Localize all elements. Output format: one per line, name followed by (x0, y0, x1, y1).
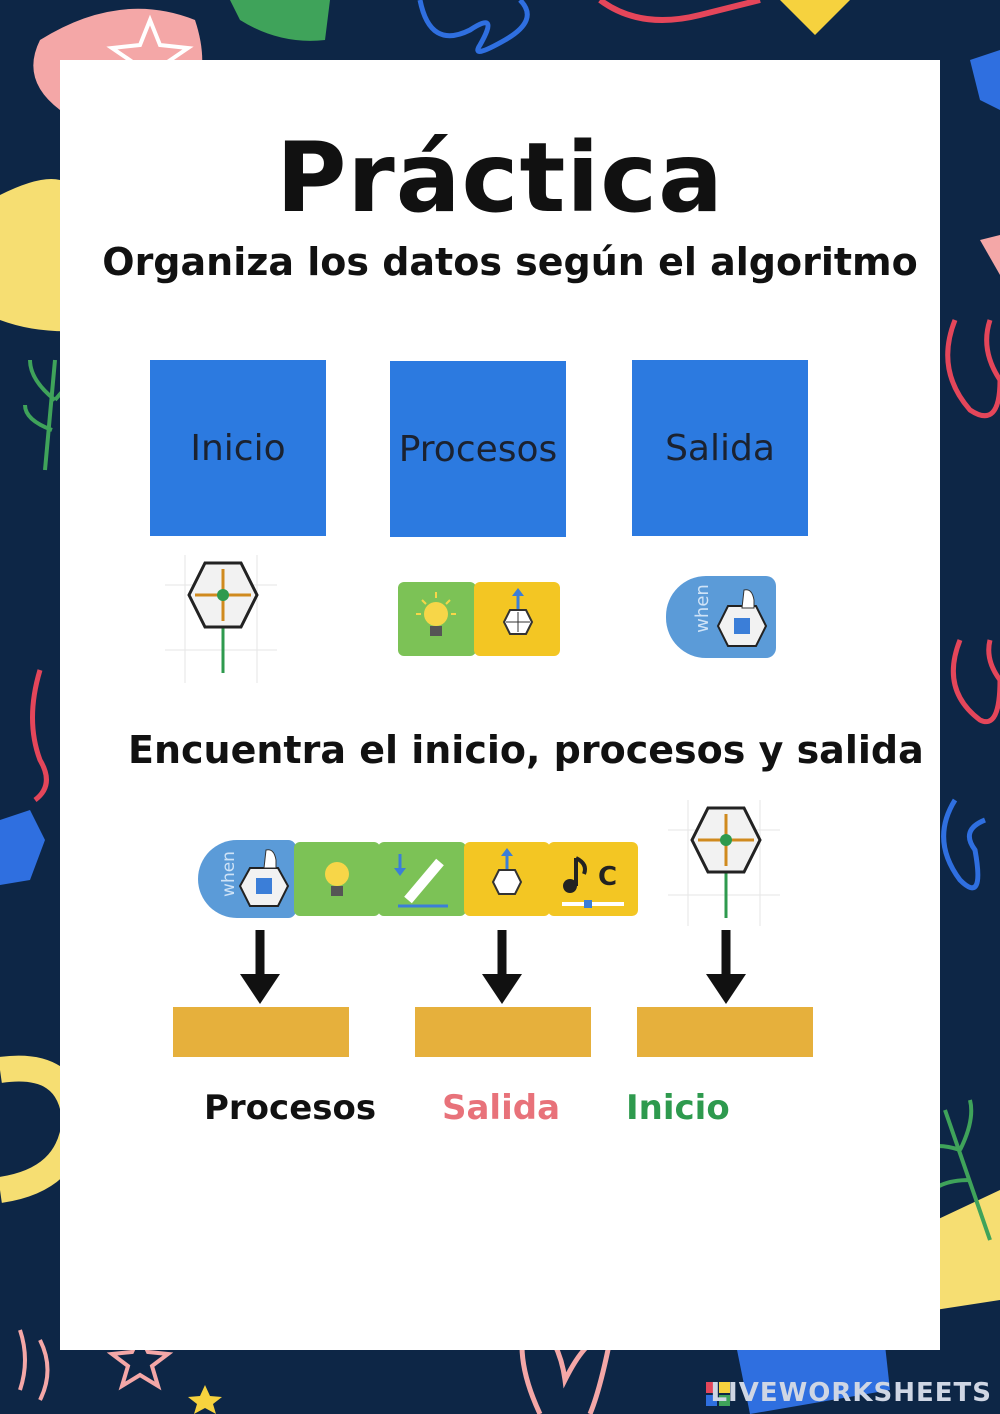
category-label: Salida (665, 427, 775, 469)
category-label: Procesos (398, 428, 558, 470)
drag-word-salida[interactable]: Salida (442, 1088, 561, 1128)
light-block[interactable] (294, 842, 380, 916)
down-arrow-icon (706, 930, 746, 1004)
when-button-block[interactable]: when (666, 576, 776, 658)
blue-block-shape (0, 810, 45, 885)
move-forward-block[interactable] (464, 842, 550, 916)
when-label: when (218, 851, 239, 897)
answer-drop-box-2[interactable] (415, 1007, 591, 1057)
when-button-block[interactable]: when (198, 840, 296, 918)
drag-word-procesos[interactable]: Procesos (204, 1088, 377, 1128)
star-shape (106, 1330, 174, 1391)
blue-curl-shape (941, 798, 987, 891)
music-note-icon (562, 856, 624, 908)
robot-press-icon (238, 849, 290, 907)
light-block[interactable] (398, 582, 476, 656)
move-forward-block[interactable] (474, 582, 560, 656)
pink-shape (980, 235, 1000, 275)
robot-on-grid-image[interactable] (668, 800, 780, 926)
pen-down-block[interactable] (378, 842, 466, 916)
red-spiral-shape (945, 319, 1000, 419)
category-label: Inicio (190, 427, 286, 469)
yellow-triangle-shape (780, 0, 850, 35)
worksheet-card (60, 60, 940, 1350)
down-arrow-icon (240, 930, 280, 1004)
red-curl-shape (30, 669, 49, 802)
category-box-salida[interactable]: Salida (632, 360, 808, 536)
drag-word-inicio[interactable]: Inicio (626, 1088, 730, 1128)
lightbulb-icon (416, 592, 456, 636)
star-shape (188, 1385, 222, 1414)
robot-forward-icon (502, 588, 534, 635)
red-spiral-shape (950, 639, 1000, 725)
note-label: C (598, 862, 618, 892)
category-box-inicio[interactable]: Inicio (150, 360, 326, 536)
lightbulb-icon (325, 862, 349, 896)
answer-drop-box-1[interactable] (173, 1007, 349, 1057)
category-box-procesos[interactable]: Procesos (390, 361, 566, 537)
down-arrow-icon (482, 930, 522, 1004)
squiggle-shape (18, 1329, 50, 1401)
leaf-sprig-shape (23, 359, 96, 471)
robot-on-grid-image[interactable] (165, 555, 277, 683)
play-note-block[interactable]: C (548, 842, 638, 916)
answer-drop-box-3[interactable] (637, 1007, 813, 1057)
robot-press-icon (716, 589, 768, 647)
watermark: LIVEWORKSHEETS (710, 1378, 992, 1408)
liveworksheets-logo-icon (706, 1382, 730, 1406)
when-label: when (691, 584, 713, 633)
instruction-find: Encuentra el inicio, procesos y salida (128, 728, 924, 772)
blue-loop-shape (417, 0, 530, 54)
blue-shape (970, 50, 1000, 110)
pen-down-icon (394, 854, 448, 908)
page-title: Práctica (276, 122, 724, 234)
green-shape (230, 0, 330, 41)
red-scribble-shape (598, 0, 761, 23)
instruction-organize: Organiza los datos según el algoritmo (102, 240, 918, 284)
robot-forward-icon (491, 848, 523, 895)
